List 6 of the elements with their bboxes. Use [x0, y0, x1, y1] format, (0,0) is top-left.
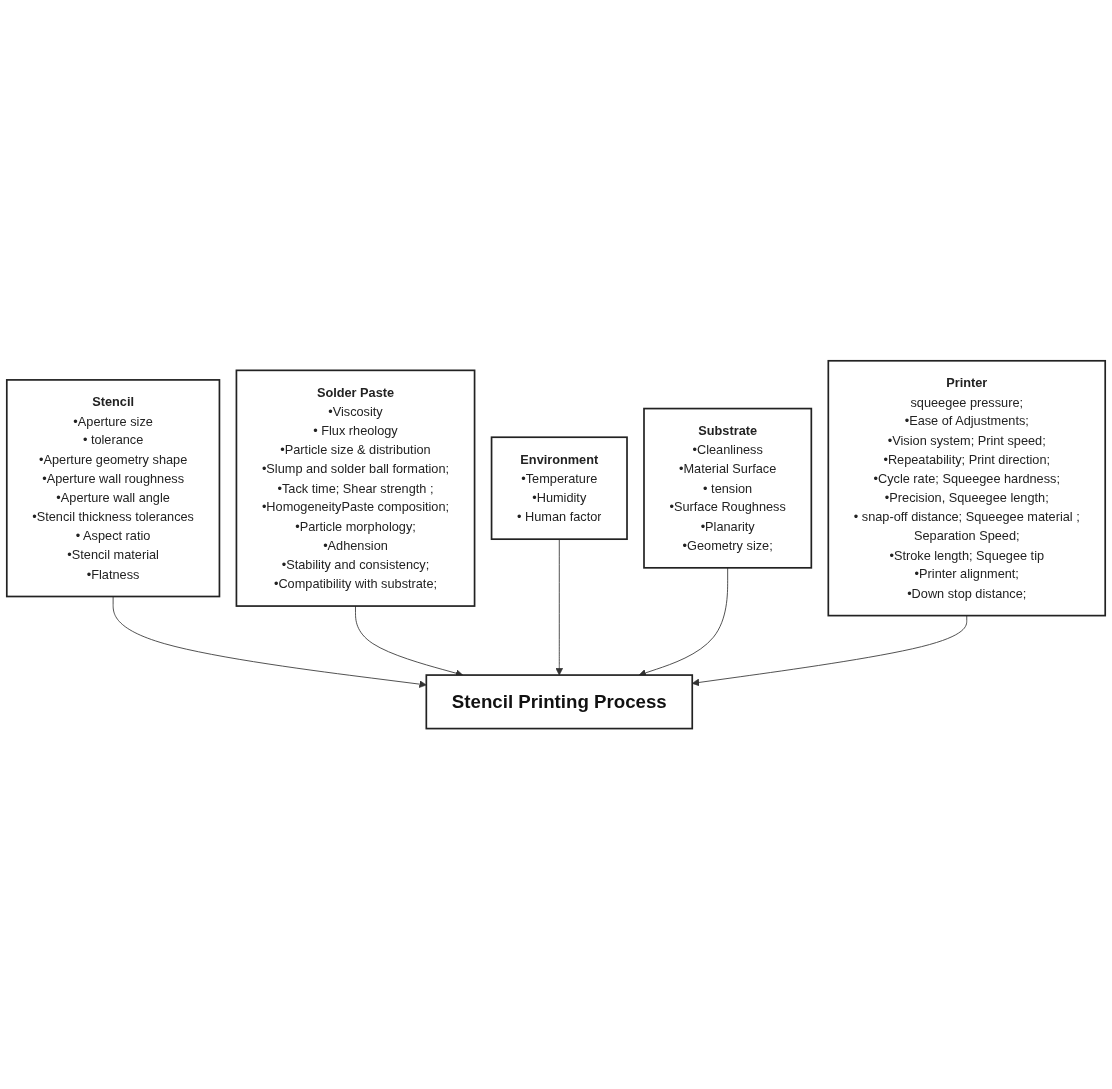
node-box: Printer squeegee pressure; •Ease of Adjustments; •Vision system; Print speed; •Repeatability; Print direction; •Cycle rate; Squeegee hardness; •Precision, Squeegee length; • snap-off distance; Squeegee material ; Separation Speed; •Stroke length; Squegee tip •Printer alignment; •Down stop distance; [827, 359, 1107, 617]
node-box: Solder Paste •Viscosity • Flux rheology •Particle size & distribution •Slump and solder ball formation; •Tack time; Shear strength ; •HomogeneityPaste composition; •Particle morphology; •Adhension •Stability and consistency; •Compatibility with substrate; [235, 369, 476, 607]
node-box: Substrate •Cleanliness •Material Surface • tension •Surface Roughness •Planarity •Geometry size; [643, 407, 813, 569]
node-box: Stencil Printing Process [425, 674, 694, 730]
node-box: Stencil •Aperture size • tolerance •Aperture geometry shape •Aperture wall roughness •Aperture wall angle •Stencil thickness tolerances • Aspect ratio •Stencil material •Flatness [5, 378, 221, 598]
node-box: Environment •Temperature •Humidity • Human factor [490, 436, 628, 540]
